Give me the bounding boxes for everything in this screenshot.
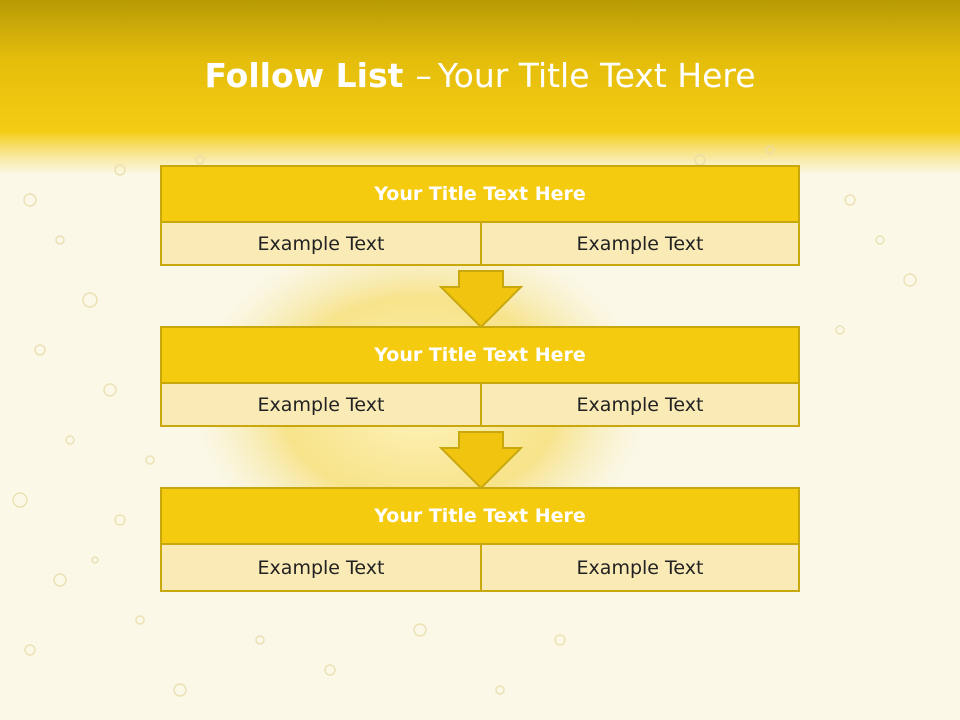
slide-title-rest: Your Title Text Here	[437, 56, 756, 95]
step-title: Your Title Text Here	[160, 165, 800, 223]
slide-title-separator: –	[415, 56, 432, 95]
step-cell-left: Example Text	[160, 221, 482, 266]
step-title: Your Title Text Here	[160, 487, 800, 545]
slide-title-bold: Follow List	[204, 56, 404, 95]
step-cell-right: Example Text	[480, 382, 800, 427]
slide-title: Follow List–Your Title Text Here	[0, 52, 960, 100]
step-cell-left: Example Text	[160, 543, 482, 592]
down-arrow-icon	[438, 270, 524, 329]
step-cell-left: Example Text	[160, 382, 482, 427]
step-box-1: Your Title Text Here Example Text Exampl…	[160, 165, 800, 270]
step-title: Your Title Text Here	[160, 326, 800, 384]
step-cell-right: Example Text	[480, 543, 800, 592]
step-box-3: Your Title Text Here Example Text Exampl…	[160, 487, 800, 592]
step-box-2: Your Title Text Here Example Text Exampl…	[160, 326, 800, 431]
down-arrow-icon	[438, 431, 524, 490]
step-cell-right: Example Text	[480, 221, 800, 266]
